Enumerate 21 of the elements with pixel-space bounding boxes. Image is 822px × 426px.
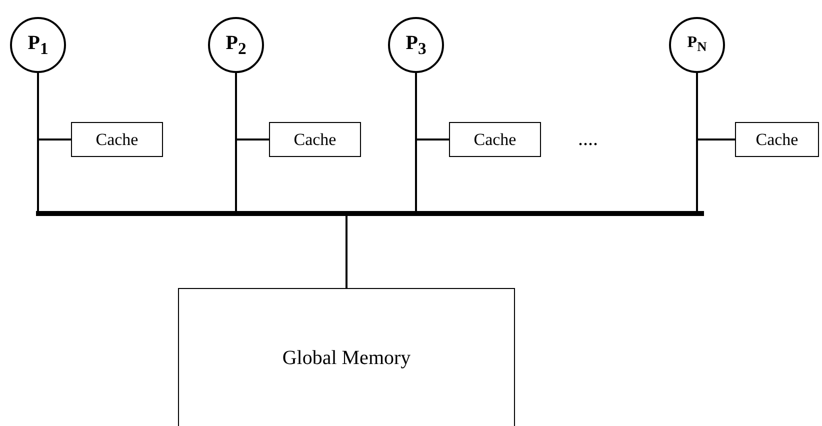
processor-label: P$_{N}$ <box>687 34 707 56</box>
cache-label: Cache <box>294 130 336 150</box>
memory-box <box>178 288 515 426</box>
processor-label: P$_{1}$ <box>28 32 48 58</box>
cache-box <box>269 122 361 157</box>
cache-label: Cache <box>756 130 798 150</box>
connector-line <box>37 73 71 140</box>
cache-label: Cache <box>96 130 138 150</box>
processor-label: P$_{3}$ <box>406 32 426 58</box>
connector-line <box>235 73 269 140</box>
cache-label: Cache <box>474 130 516 150</box>
connector-line <box>696 73 735 140</box>
bus-bar <box>36 211 704 216</box>
processor-label: P$_{2}$ <box>226 32 246 58</box>
cache-box <box>71 122 163 157</box>
ellipsis-label: .... <box>578 128 598 151</box>
connector-line <box>346 216 348 288</box>
cache-box <box>735 122 819 157</box>
cache-box <box>449 122 541 157</box>
connector-line <box>415 73 449 140</box>
memory-label: Global Memory <box>282 346 411 370</box>
